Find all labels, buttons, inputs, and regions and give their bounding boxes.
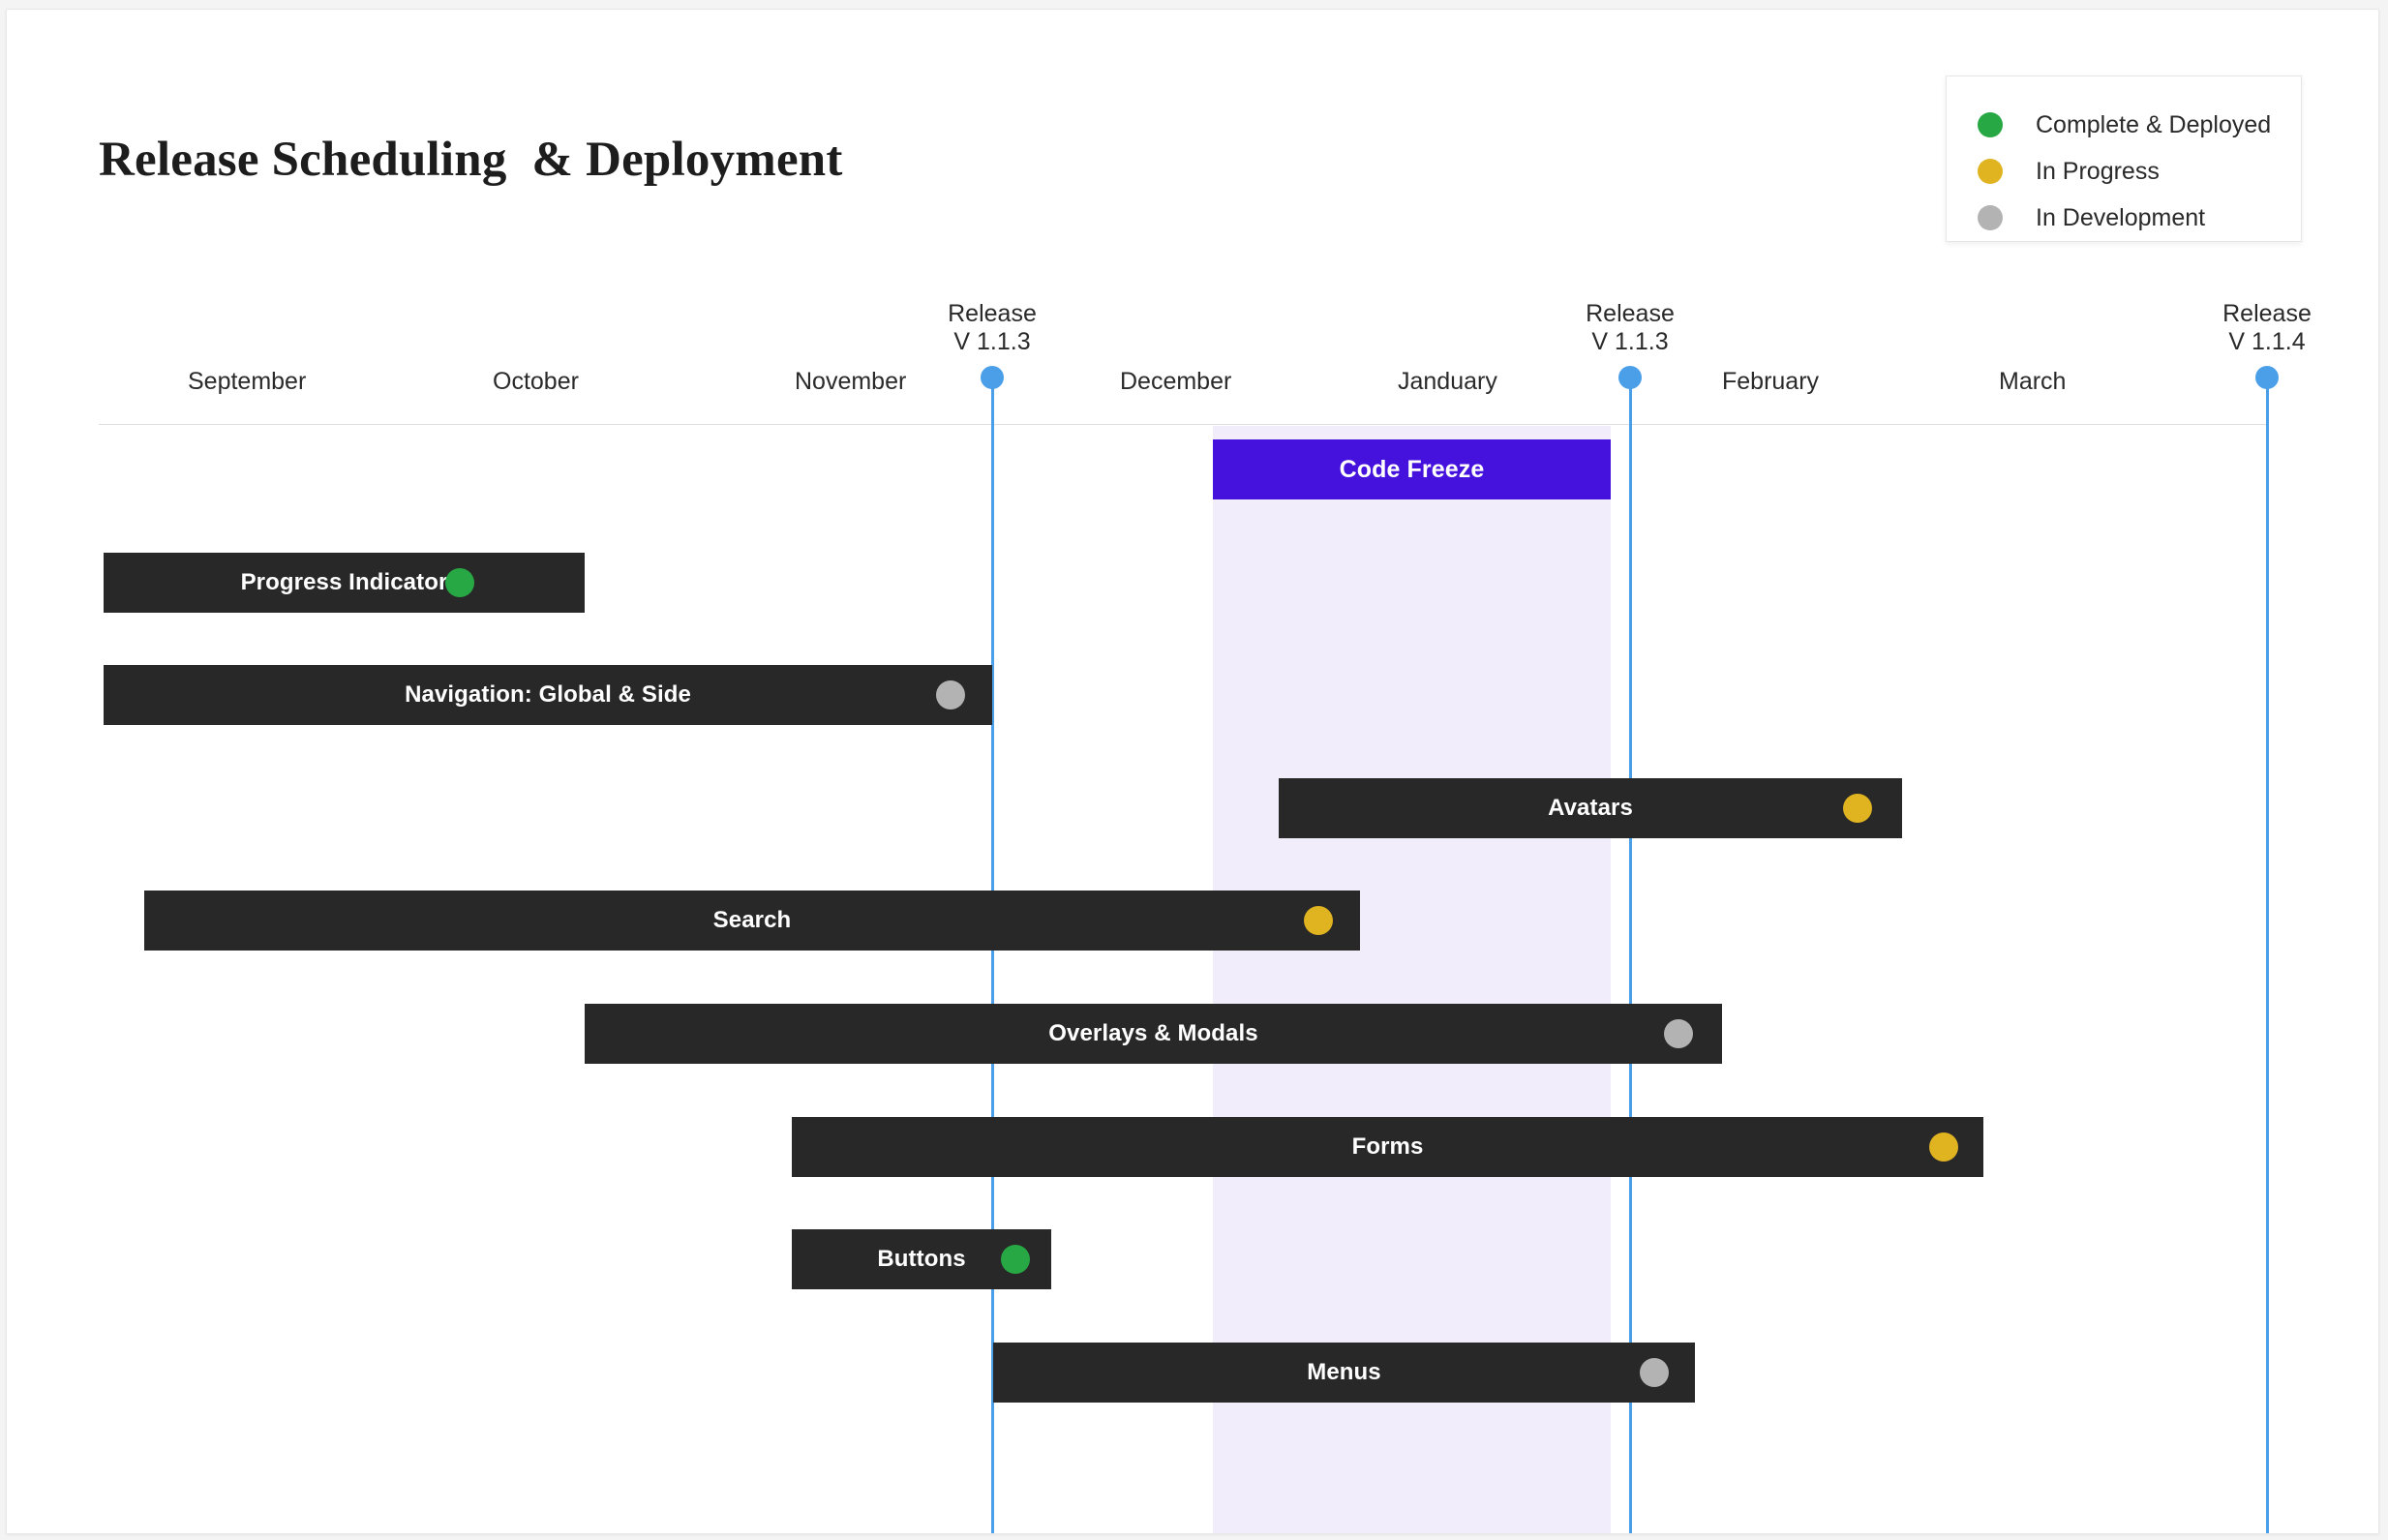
task-bar[interactable]: Code Freeze	[1213, 439, 1611, 499]
release-vertical-line	[2266, 377, 2269, 1533]
month-label-december: December	[1120, 368, 1232, 395]
release-label: Release	[948, 300, 1037, 327]
task-status-dot-in-progress-icon	[1929, 1132, 1958, 1162]
task-bar[interactable]: Forms	[792, 1117, 1983, 1177]
task-bar-label: Buttons	[877, 1246, 966, 1272]
task-bar-label: Overlays & Modals	[1048, 1020, 1258, 1046]
legend-item-label: In Development	[2036, 203, 2206, 231]
release-version: V 1.1.3	[1591, 328, 1669, 355]
task-status-dot-complete-icon	[1001, 1245, 1030, 1274]
month-label-janduary: Janduary	[1398, 368, 1497, 395]
task-bar[interactable]: Search	[144, 891, 1360, 951]
month-label-november: November	[795, 368, 907, 395]
task-bar[interactable]: Navigation: Global & Side	[104, 665, 992, 725]
task-status-dot-in-development-icon	[936, 680, 965, 710]
release-version: V 1.1.3	[953, 328, 1031, 355]
timeline-card: Release Scheduling & Deployment Complete…	[6, 9, 2379, 1534]
page-title: Release Scheduling & Deployment	[99, 133, 843, 187]
status-dot-in-progress-icon	[1978, 159, 2003, 184]
release-label: Release	[2222, 300, 2312, 327]
legend-item-label: Complete & Deployed	[2036, 110, 2272, 138]
task-status-dot-complete-icon	[445, 568, 474, 597]
status-dot-complete-icon	[1978, 112, 2003, 137]
release-vertical-line	[991, 377, 994, 1533]
task-bar[interactable]: Menus	[993, 1343, 1695, 1403]
legend-item-label: In Progress	[2036, 157, 2160, 185]
task-bar-label: Avatars	[1548, 795, 1633, 821]
task-bar-label: Progress Indicator	[240, 569, 448, 595]
legend-item-in-development[interactable]: In Development	[1978, 195, 2301, 241]
task-bar-label: Menus	[1307, 1359, 1381, 1385]
month-label-october: October	[493, 368, 579, 395]
timeline-axis-rule	[99, 424, 2269, 425]
release-dot-icon	[981, 366, 1004, 389]
month-label-september: September	[188, 368, 307, 395]
release-dot-icon	[1618, 366, 1642, 389]
status-dot-in-development-icon	[1978, 205, 2003, 230]
legend-item-in-progress[interactable]: In Progress	[1978, 148, 2301, 195]
release-vertical-line	[1629, 377, 1632, 1533]
task-status-dot-in-development-icon	[1664, 1019, 1693, 1048]
task-status-dot-in-development-icon	[1640, 1358, 1669, 1387]
month-label-march: March	[1999, 368, 2067, 395]
legend-item-complete[interactable]: Complete & Deployed	[1978, 102, 2301, 148]
task-bar[interactable]: Overlays & Modals	[585, 1004, 1722, 1064]
task-status-dot-in-progress-icon	[1843, 794, 1872, 823]
release-dot-icon	[2255, 366, 2279, 389]
task-bar-label: Search	[712, 907, 792, 933]
task-bar[interactable]: Avatars	[1279, 778, 1902, 838]
month-label-february: February	[1722, 368, 1820, 395]
task-bar-label: Code Freeze	[1339, 455, 1485, 483]
task-bar[interactable]: Progress Indicator	[104, 553, 585, 613]
task-status-dot-in-progress-icon	[1304, 906, 1333, 935]
task-bar-label: Navigation: Global & Side	[405, 681, 691, 708]
release-label: Release	[1586, 300, 1675, 327]
release-version: V 1.1.4	[2228, 328, 2306, 355]
status-legend: Complete & Deployed In Progress In Develop…	[1946, 75, 2302, 242]
task-bar[interactable]: Buttons	[792, 1229, 1051, 1289]
task-bar-label: Forms	[1351, 1133, 1424, 1160]
